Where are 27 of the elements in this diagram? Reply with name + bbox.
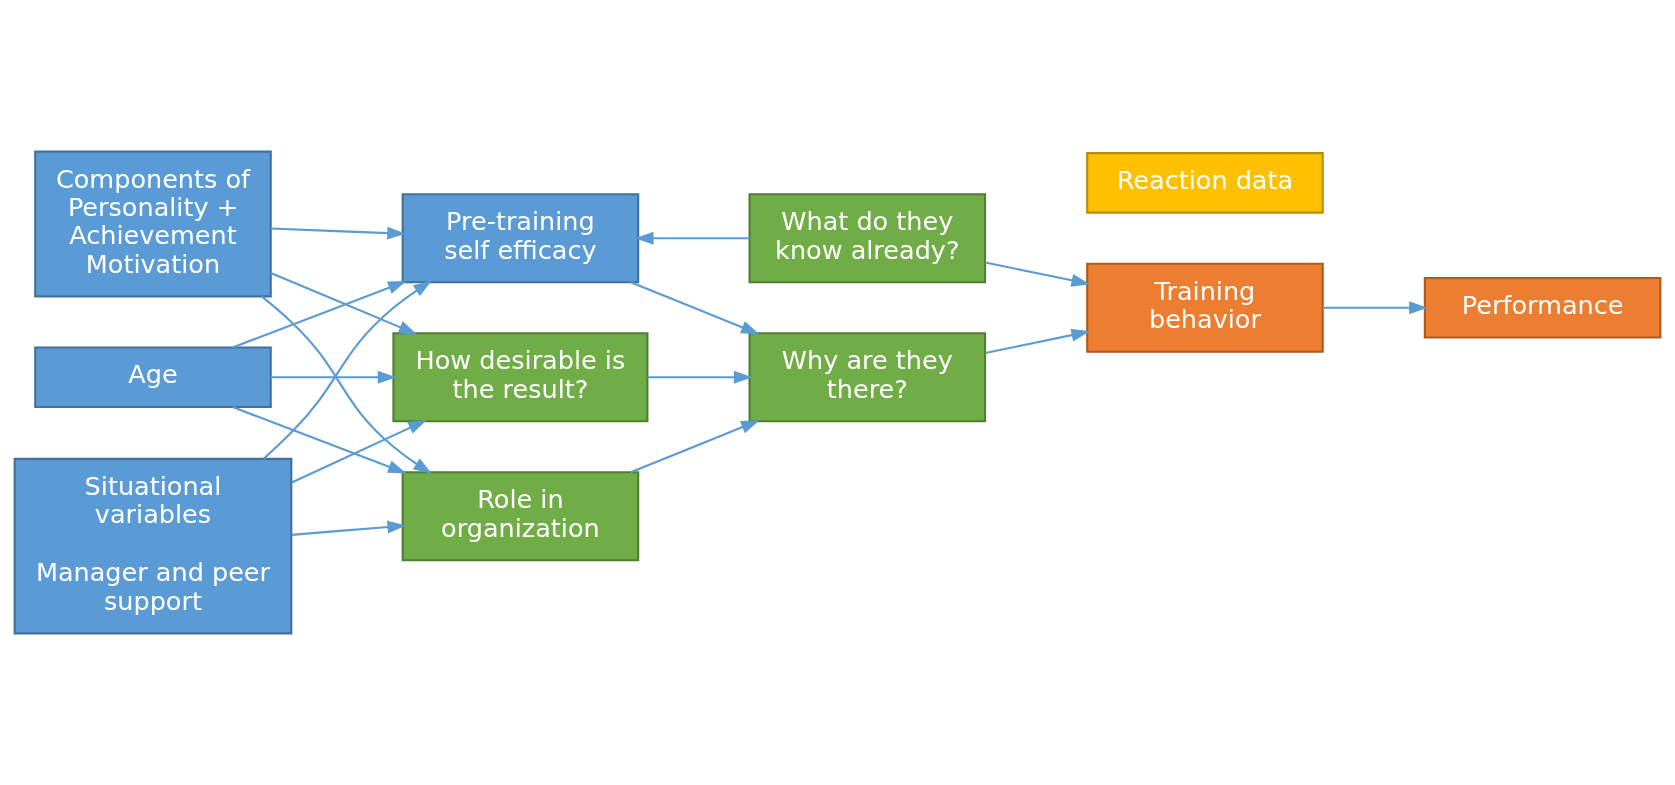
arrow xyxy=(270,226,406,240)
node-box: How desirable is the result? xyxy=(392,332,649,423)
node-box: Pre-training self efficacy xyxy=(401,193,640,284)
node-box: Performance xyxy=(1423,276,1662,339)
arrow xyxy=(291,520,406,536)
node-box: Training behavior xyxy=(1086,262,1324,353)
node-box: Why are they there? xyxy=(748,332,987,423)
node-box: Situational variables Manager and peer support xyxy=(13,457,293,635)
arrow xyxy=(270,271,418,335)
arrow xyxy=(291,420,427,484)
node-box: Reaction data xyxy=(1086,152,1324,214)
arrow xyxy=(260,295,432,474)
arrow xyxy=(1323,301,1428,315)
arrow xyxy=(647,370,753,384)
arrow xyxy=(635,231,750,245)
arrow xyxy=(985,328,1090,355)
node-box: Role in organization xyxy=(401,471,640,562)
arrow xyxy=(630,420,760,474)
arrow xyxy=(232,406,407,474)
arrow xyxy=(630,281,760,335)
arrow xyxy=(270,370,397,384)
arrow xyxy=(985,261,1090,287)
node-box: Age xyxy=(34,346,272,409)
arrow xyxy=(263,280,432,460)
node-box: What do they know already? xyxy=(748,193,987,284)
arrow xyxy=(232,281,407,349)
node-box: Components of Personality + Achievement Motivation xyxy=(34,150,272,298)
